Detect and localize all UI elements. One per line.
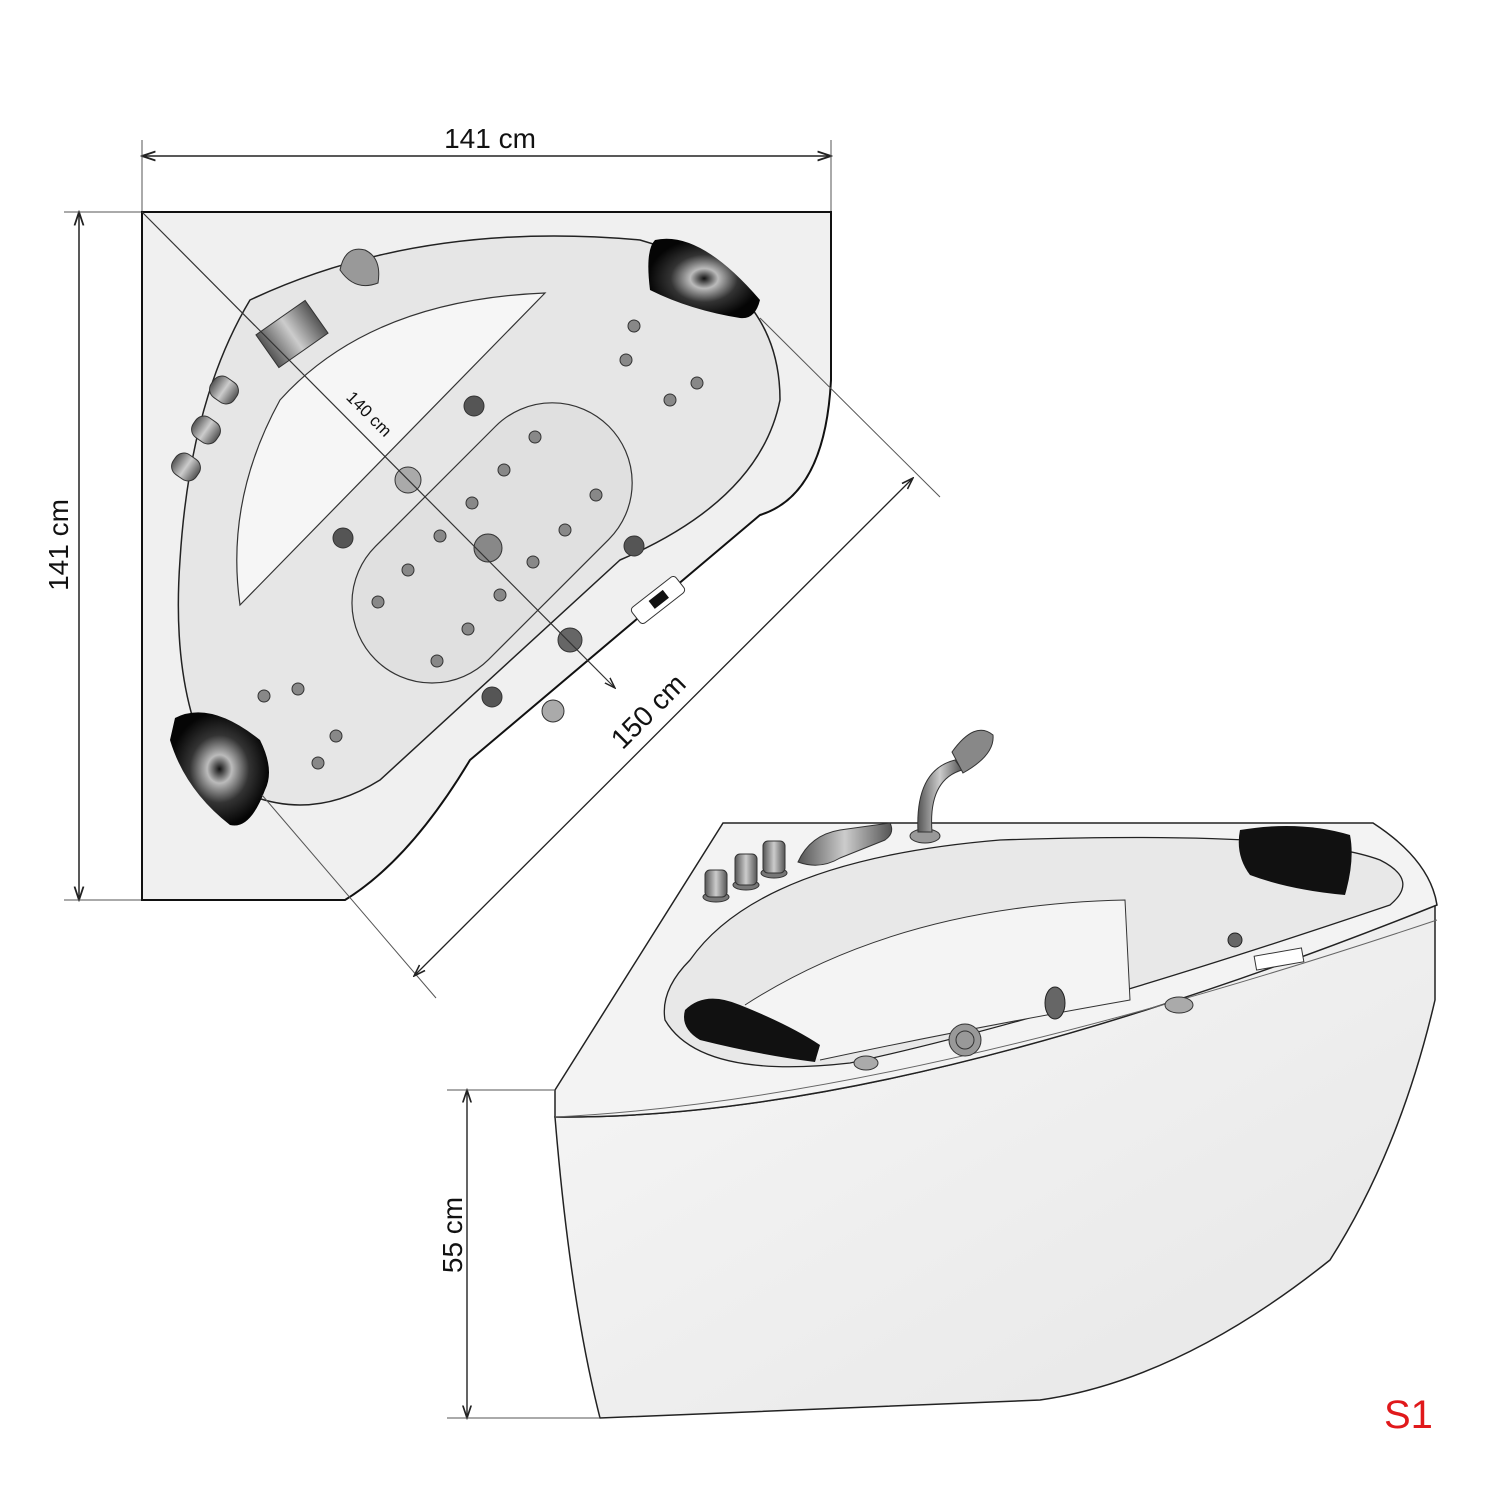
hand-shower-icon [917,759,963,833]
headrest-icon [1238,826,1352,895]
perspective-view: 55 cm [437,729,1438,1418]
model-label: S1 [1384,1393,1433,1437]
control-knobs [702,840,788,903]
top-view: 141 cm 141 cm 140 cm 150 cm [43,123,941,999]
control-knobs [171,375,239,482]
spout-icon [797,822,893,866]
depth-label: 141 cm [43,499,74,591]
front-diagonal-dimension-line [414,478,913,976]
headrest-icon [170,712,269,826]
headrest-icon [684,998,820,1062]
height-label: 55 cm [437,1197,468,1273]
control-panel-icon [1253,947,1305,971]
headrest-icon [648,238,760,319]
width-label: 141 cm [444,123,536,154]
